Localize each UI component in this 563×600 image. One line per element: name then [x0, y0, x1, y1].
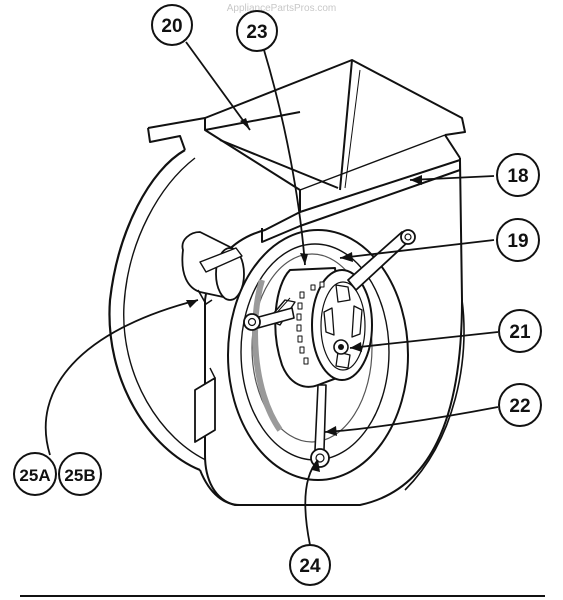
outlet-left-flange: [147, 127, 186, 151]
callout-21: 21: [498, 309, 542, 353]
motor-vent-bottom: [335, 351, 351, 369]
mount-bolt-left: [243, 313, 261, 331]
callout-24: 24: [289, 544, 331, 586]
outlet-inner-right: [339, 59, 353, 191]
outlet-back-wall: [204, 111, 301, 131]
housing-scroll-back: [108, 149, 201, 472]
capacitor-clip: [197, 289, 213, 305]
callout-22: 22: [498, 383, 542, 427]
callout-label-24: 24: [299, 556, 321, 577]
callout-18: 18: [496, 153, 540, 197]
leader-19: [339, 239, 495, 259]
leader-18: [409, 175, 495, 181]
outlet-inner-left: [204, 129, 301, 212]
callout-label-22: 22: [509, 396, 530, 417]
callout-19: 19: [496, 218, 540, 262]
callout-20: 20: [151, 4, 193, 46]
callout-label-20: 20: [161, 16, 182, 37]
outlet-top-rim: [147, 59, 466, 136]
motor-vent-left: [323, 307, 335, 336]
outlet-crease: [344, 69, 361, 189]
leader-arrowheads: [186, 118, 422, 472]
housing-right-curve: [404, 299, 465, 491]
callout-label-23: 23: [246, 22, 267, 43]
callout-25a: 25A: [13, 452, 57, 496]
housing-scroll-inner: [123, 157, 211, 463]
leader-25: [44, 299, 199, 456]
motor-end-face: [311, 269, 373, 381]
mount-bolt-upper: [400, 229, 416, 245]
blower-outlet: [147, 59, 466, 243]
leader-21: [349, 331, 499, 349]
inlet-ring-inner: [251, 253, 373, 443]
watermark-text: AppliancePartsPros.com: [226, 3, 337, 14]
outlet-inner-floor: [219, 139, 339, 189]
leader-23: [263, 49, 306, 266]
motor-vent-top: [335, 284, 351, 303]
leader-20: [185, 41, 251, 131]
outlet-front-lip: [261, 158, 461, 243]
callout-label-21: 21: [509, 322, 531, 343]
leader-24: [304, 459, 319, 546]
callout-23: 23: [236, 10, 278, 52]
capacitor: [181, 231, 245, 305]
callout-25b: 25B: [58, 452, 102, 496]
cutoff-plate: [194, 367, 216, 443]
motor-vent-right: [351, 305, 363, 338]
leader-lines: [44, 41, 499, 546]
motor-shaft-center: [338, 344, 344, 350]
housing-bottom-edge: [199, 469, 241, 506]
motor-side-slots: [296, 281, 325, 365]
outlet-floor-edge: [299, 134, 446, 191]
callout-label-18: 18: [507, 166, 528, 187]
leader-22: [324, 406, 499, 433]
outlet-side-wall: [444, 134, 461, 159]
wheel-shadow: [252, 279, 283, 432]
inlet-ring-outer: [227, 229, 409, 481]
callout-label-19: 19: [507, 231, 528, 252]
motor-end-inner: [320, 281, 366, 371]
capacitor-strap: [199, 247, 243, 273]
callout-label-25a: 25A: [19, 466, 50, 485]
callout-label-25b: 25B: [64, 466, 95, 485]
motor-mount-arms: [243, 229, 416, 468]
